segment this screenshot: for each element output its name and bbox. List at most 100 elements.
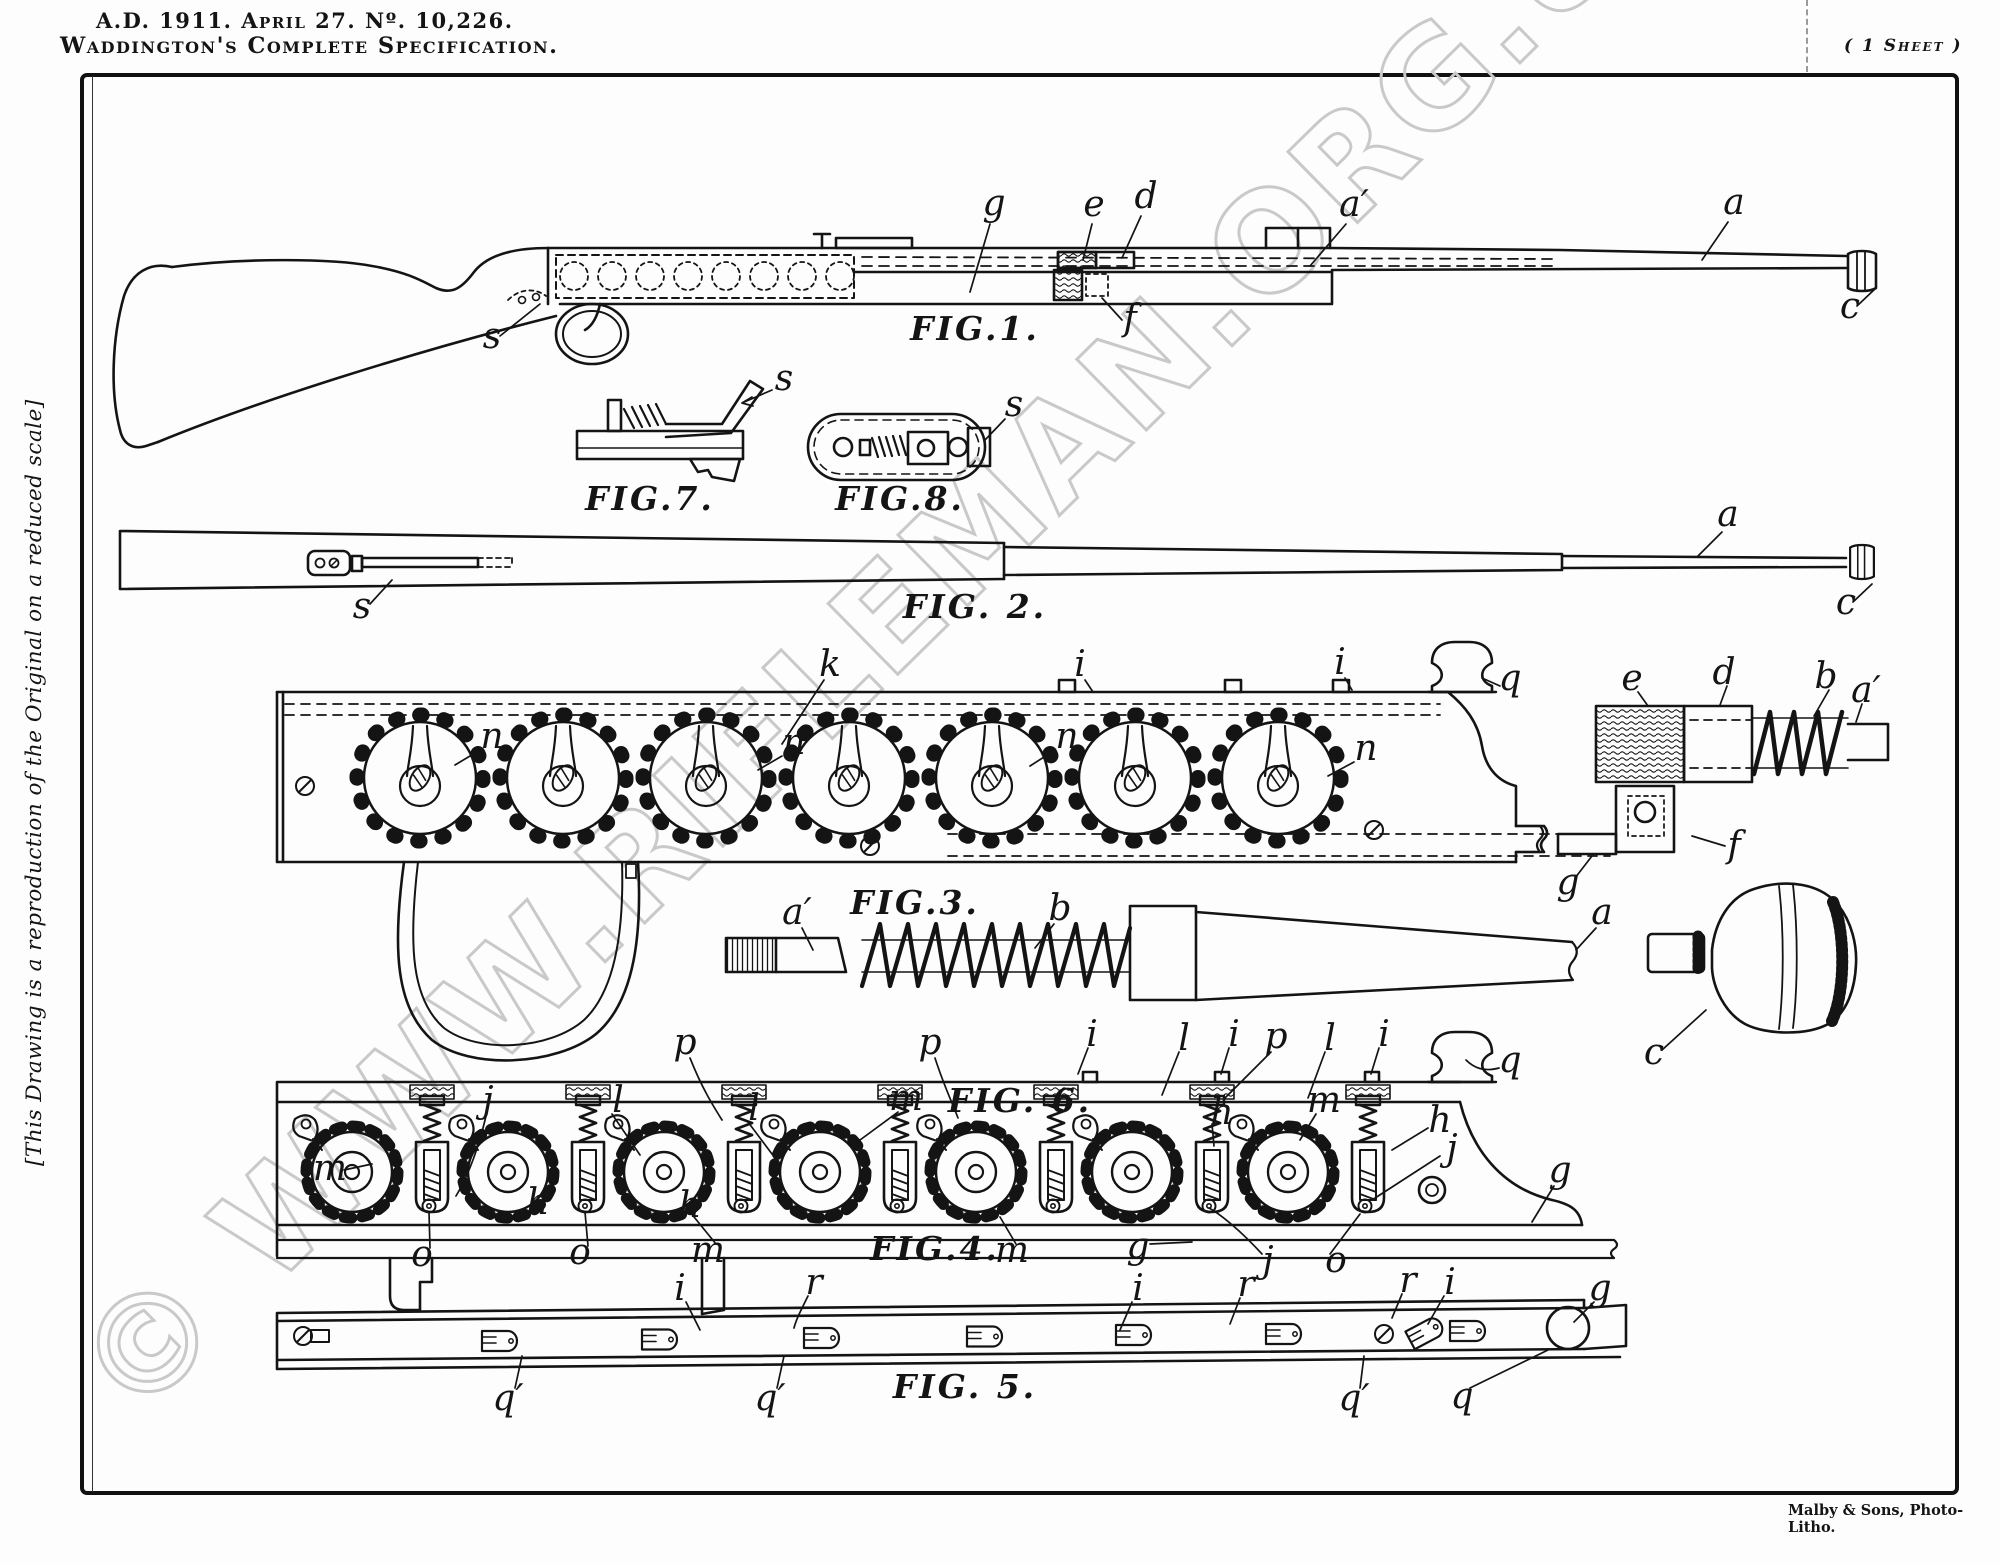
fig7-label-s: s — [775, 358, 793, 399]
fig3-piston-detail-drawing — [1514, 704, 1890, 856]
fig5-label-g: g — [1588, 1268, 1611, 1309]
fig1-label-g: g — [982, 183, 1005, 224]
fig3-label-n: n — [1354, 728, 1377, 769]
fig5-pellet-rack-drawing — [275, 1298, 1628, 1371]
fig5-label-r: r — [1237, 1264, 1256, 1305]
fig4-label-h: h — [526, 1182, 549, 1223]
fig3-label-i: i — [1334, 642, 1346, 683]
fig4-label-j: j — [1255, 1240, 1273, 1281]
printer-credit: Malby & Sons, Photo-Litho. — [1788, 1502, 1964, 1536]
fig4-label-o: o — [1325, 1240, 1347, 1281]
fig1-leader-lines — [499, 215, 1877, 337]
sheet-count-note: ( 1 Sheet ) — [1844, 36, 1963, 56]
fig2-label-a: a — [1717, 494, 1738, 535]
fig6-label-a-prime: a′ — [782, 892, 812, 933]
fig2-leader-lines — [369, 531, 1873, 605]
fig3-label-b: b — [1814, 656, 1837, 697]
fig3-label-n: n — [480, 716, 503, 757]
fig1-label-d: d — [1134, 176, 1157, 217]
fig4-label-h: h — [1210, 1092, 1233, 1133]
fig4-label-p: p — [918, 1022, 941, 1063]
fig4-label-i: i — [1378, 1014, 1390, 1055]
fig6-label-c: c — [1644, 1032, 1664, 1073]
fig1-label-a-prime: a′ — [1339, 184, 1369, 225]
fig8-leader-lines — [984, 418, 1006, 441]
fig6-label-b: b — [1048, 888, 1071, 929]
fig4-label-p: p — [1264, 1016, 1287, 1057]
fig3-title: FIG.3. — [849, 883, 980, 922]
fig1-title: FIG.1. — [909, 309, 1040, 348]
fig4-label-h: h — [1428, 1100, 1451, 1141]
fig3-label-e: e — [1621, 658, 1642, 699]
fig3-label-i: i — [1074, 644, 1086, 685]
fig4-title: FIG.4. — [869, 1229, 1000, 1268]
patent-title: Waddington's Complete Specification. — [60, 33, 559, 59]
drawing-border-frame — [80, 73, 1959, 1495]
fig5-label-r: r — [1399, 1260, 1418, 1301]
fig1-label-s: s — [483, 316, 501, 357]
fold-mark — [1806, 0, 1808, 72]
fig1-label-a: a — [1723, 182, 1744, 223]
fig6-label-a: a — [1591, 892, 1612, 933]
fig4-label-m: m — [1307, 1080, 1341, 1121]
fig2-barrel-tube-drawing — [118, 529, 1876, 591]
fig3-leader-lines — [454, 677, 1863, 879]
fig5-label-i: i — [1444, 1262, 1456, 1303]
fig1-label-e: e — [1083, 184, 1104, 225]
fig4-label-m: m — [691, 1230, 725, 1271]
fig4-label-m: m — [889, 1078, 923, 1119]
fig2-title: FIG. 2. — [902, 587, 1047, 626]
fig4-label-q: q — [1498, 1040, 1521, 1081]
fig5-label-i: i — [1132, 1268, 1144, 1309]
fig4-label-g: g — [1126, 1226, 1149, 1267]
fig3-label-a-prime: a′ — [1851, 670, 1881, 711]
fig4-label-l: l — [748, 1088, 760, 1129]
fig6-leader-lines — [801, 923, 1707, 1051]
fig4-label-p: p — [673, 1022, 696, 1063]
fig3-label-g: g — [1556, 862, 1579, 903]
fig4-label-m: m — [995, 1230, 1029, 1271]
fig3-magazine-bar-drawing — [275, 640, 1611, 1062]
fig7-title: FIG.7. — [584, 479, 715, 518]
fig3-label-k: k — [819, 644, 841, 685]
fig5-title: FIG. 5. — [892, 1367, 1037, 1406]
fig5-label-q-prime: q′ — [1338, 1378, 1369, 1419]
fig4-label-l: l — [1324, 1018, 1336, 1059]
fig3-label-q: q — [1498, 658, 1521, 699]
fig3-label-d: d — [1712, 652, 1735, 693]
fig3-label-f: f — [1724, 825, 1746, 866]
fig3-label-n: n — [1055, 716, 1078, 757]
fig4-label-i: i — [1228, 1014, 1240, 1055]
fig7-leader-lines — [741, 389, 773, 407]
fig4-leader-lines — [343, 1047, 1555, 1255]
fig4-label-o: o — [411, 1234, 433, 1275]
fig4-label-l: l — [1178, 1018, 1190, 1059]
fig4-label-i: i — [1086, 1014, 1098, 1055]
fig5-label-r: r — [805, 1262, 824, 1303]
patent-date-number: A.D. 1911. April 27. Nº. 10,226. — [96, 8, 514, 33]
fig5-leader-lines — [514, 1293, 1595, 1389]
fig2-label-s: s — [353, 586, 371, 627]
fig1-label-c: c — [1840, 286, 1860, 327]
fig7-sear-detail-drawing — [575, 379, 765, 483]
fig4-label-h: h — [678, 1185, 701, 1226]
fig4-label-g: g — [1548, 1150, 1571, 1191]
fig4-label-o: o — [569, 1232, 591, 1273]
drawing-border-inner-line — [92, 76, 93, 1492]
fig1-rifle-drawing — [112, 226, 1878, 449]
fig5-label-q: q — [1450, 1376, 1473, 1417]
fig5-label-q-prime: q′ — [492, 1378, 523, 1419]
fig5-label-q-prime: q′ — [754, 1378, 785, 1419]
fig2-label-c: c — [1836, 582, 1856, 623]
fig3-label-n: n — [782, 722, 805, 763]
fig5-label-i: i — [674, 1268, 686, 1309]
fig6-title: FIG. 6. — [947, 1081, 1092, 1120]
fig4-label-l: l — [612, 1080, 624, 1121]
fig4-action-bar-drawing — [275, 1030, 1619, 1316]
fig6-piston-spring-drawing — [724, 882, 1858, 1034]
fig8-sear-plan-drawing — [806, 412, 992, 482]
fig8-label-s: s — [1005, 384, 1023, 425]
fig4-label-j: j — [475, 1080, 493, 1121]
fig8-title: FIG.8. — [834, 479, 965, 518]
